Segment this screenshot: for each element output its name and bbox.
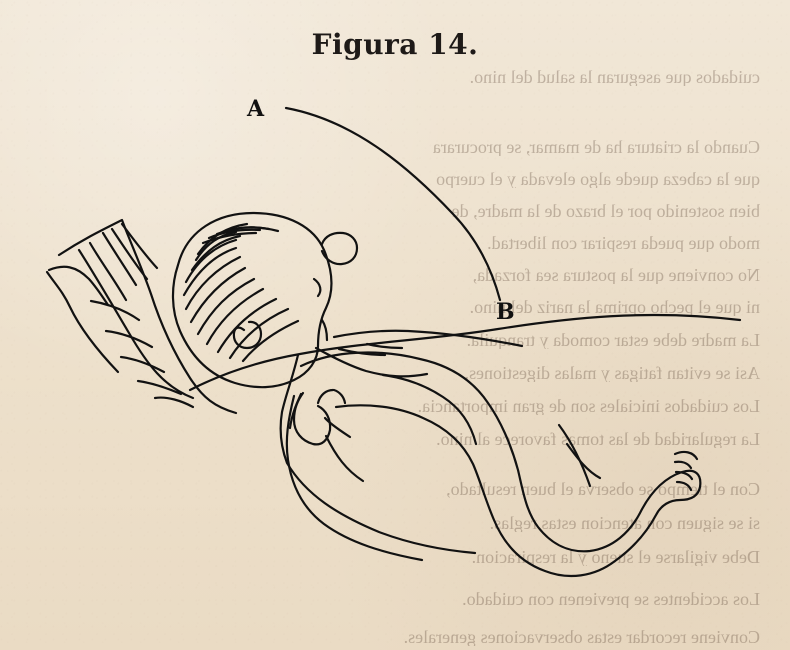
baby-head: [173, 213, 332, 387]
measurement-curve: [286, 108, 500, 300]
label-a: A: [247, 96, 264, 122]
label-b: B: [496, 299, 515, 325]
